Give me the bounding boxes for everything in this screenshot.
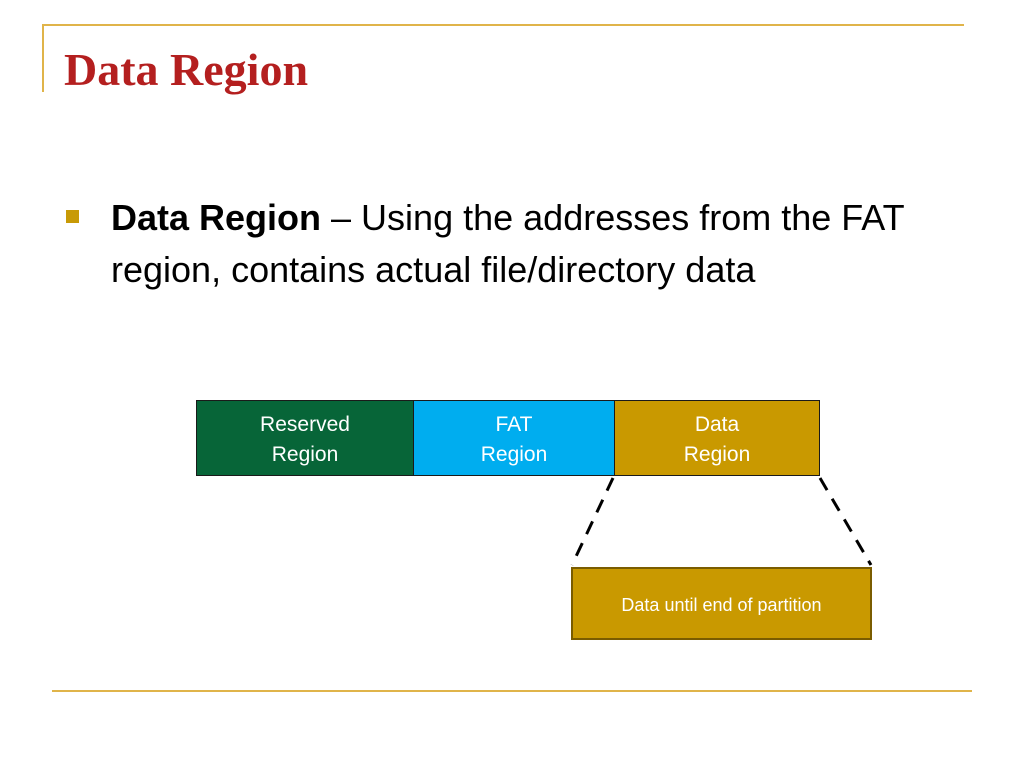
frame-top-rule (42, 24, 964, 26)
slide-title: Data Region (64, 44, 309, 95)
fat-region-label-line1: FAT (495, 413, 533, 436)
data-region-block: Data Region (614, 400, 820, 476)
reserved-region-block: Reserved Region (196, 400, 414, 476)
left-dashed-connector (570, 477, 615, 566)
reserved-region-label-line1: Reserved (260, 413, 350, 436)
square-bullet-icon (66, 210, 79, 223)
data-detail-box: Data until end of partition (571, 567, 872, 640)
footer-rule (52, 690, 972, 692)
bullet-description: – Using the addresses from the FAT regio… (111, 197, 904, 290)
data-region-label-line1: Data (694, 413, 740, 436)
data-region-label-line2: Region (683, 443, 751, 466)
frame-left-rule (42, 24, 44, 92)
right-dashed-connector (818, 477, 873, 566)
bullet-text: Data Region – Using the addresses from t… (111, 192, 961, 296)
reserved-region-label-line2: Region (271, 443, 339, 466)
fat-region-label-line2: Region (480, 443, 548, 466)
fat-region-block: FAT Region (413, 400, 615, 476)
bullet-term: Data Region (111, 197, 322, 238)
